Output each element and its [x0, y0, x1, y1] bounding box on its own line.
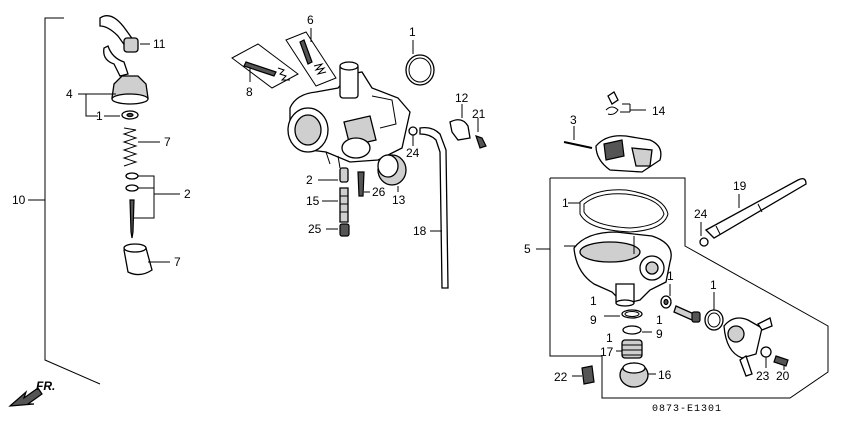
label-26: 26	[372, 185, 386, 199]
part-21-screw	[475, 118, 487, 149]
label-15: 15	[306, 194, 320, 208]
label-2-left: 2	[184, 187, 191, 201]
part-1-float-chamber-gasket	[568, 189, 669, 233]
part-19-fuel-tube	[704, 178, 807, 239]
carburetor-body	[287, 61, 411, 169]
label-24-center: 24	[406, 146, 420, 160]
label-2-center: 2	[306, 173, 313, 187]
label-7-lower: 7	[174, 255, 181, 269]
part-18-overflow-tube	[419, 126, 449, 289]
label-22: 22	[554, 370, 568, 384]
part-float-chamber	[573, 231, 672, 307]
label-3: 3	[570, 113, 577, 127]
part-drain-screw	[673, 305, 701, 323]
label-1-lower-ring: 1	[656, 313, 663, 327]
part-6-pilot-screw	[285, 31, 337, 87]
part-4-cap-with-tube	[103, 45, 149, 105]
part-16-drain-cup	[619, 362, 656, 388]
label-16: 16	[658, 368, 672, 382]
part-25-slow-jet	[339, 223, 350, 237]
label-25: 25	[308, 222, 322, 236]
label-11: 11	[153, 37, 166, 51]
label-18: 18	[413, 224, 427, 238]
label-20: 20	[776, 369, 790, 383]
part-1-o-ring-top	[405, 40, 435, 86]
label-13: 13	[392, 193, 406, 207]
part-3-pin	[563, 126, 593, 149]
front-direction-arrow-icon	[8, 387, 43, 407]
label-12: 12	[455, 91, 469, 105]
left-group-bracket	[28, 17, 101, 385]
part-2-clip-and-needle	[125, 172, 139, 239]
part-7-throttle-valve	[123, 243, 153, 276]
label-21: 21	[472, 107, 486, 121]
part-float	[595, 135, 662, 173]
part-9-o-ring-lower	[622, 325, 652, 335]
part-24-vent-ring-center	[408, 126, 418, 146]
label-1-filter: 1	[606, 331, 613, 345]
part-1-o-ring-valve	[704, 292, 724, 331]
label-7-upper: 7	[164, 135, 171, 149]
part-1-washer-left	[121, 110, 139, 120]
label-8: 8	[246, 85, 253, 99]
label-1-valve: 1	[710, 278, 717, 292]
label-24-right: 24	[694, 207, 708, 221]
label-14: 14	[652, 104, 666, 118]
label-1-washer-right: 1	[667, 269, 674, 283]
part-20-screw	[773, 355, 789, 370]
label-17: 17	[600, 345, 614, 359]
label-1-top: 1	[409, 25, 416, 39]
part-7-spring	[122, 127, 138, 167]
part-26-jet-needle-holder	[357, 171, 365, 197]
label-19: 19	[733, 179, 747, 193]
part-22-screw	[572, 365, 595, 385]
part-1-washer-right	[660, 284, 672, 309]
diagram-code: 0873-E1301	[652, 404, 722, 415]
part-11-vent-tube	[99, 15, 139, 53]
part-12-clamp	[449, 104, 471, 141]
part-fuel-valve	[723, 317, 773, 377]
front-marker-label: FR.	[36, 379, 55, 393]
part-17-filter	[616, 339, 643, 359]
label-6: 6	[307, 13, 314, 27]
part-24-vent-ring-right	[699, 222, 709, 247]
part-8-throttle-stop-screw	[231, 43, 299, 89]
part-15-needle-jet	[339, 187, 349, 223]
part-14-clip	[605, 91, 646, 115]
label-9-lower: 9	[656, 327, 663, 341]
part-9-o-ring-upper	[604, 309, 643, 319]
label-1-upper-ring: 1	[590, 294, 597, 308]
label-23: 23	[756, 369, 770, 383]
label-5: 5	[524, 242, 531, 256]
part-2-main-jet	[339, 167, 349, 183]
right-group-bracket	[536, 177, 829, 399]
label-9-upper: 9	[590, 313, 597, 327]
part-23-washer	[760, 346, 772, 368]
label-10: 10	[12, 193, 26, 207]
label-1-left: 1	[96, 109, 103, 123]
part-13-cap	[377, 154, 407, 192]
label-1-gasket: 1	[562, 196, 569, 210]
label-4: 4	[66, 87, 73, 101]
